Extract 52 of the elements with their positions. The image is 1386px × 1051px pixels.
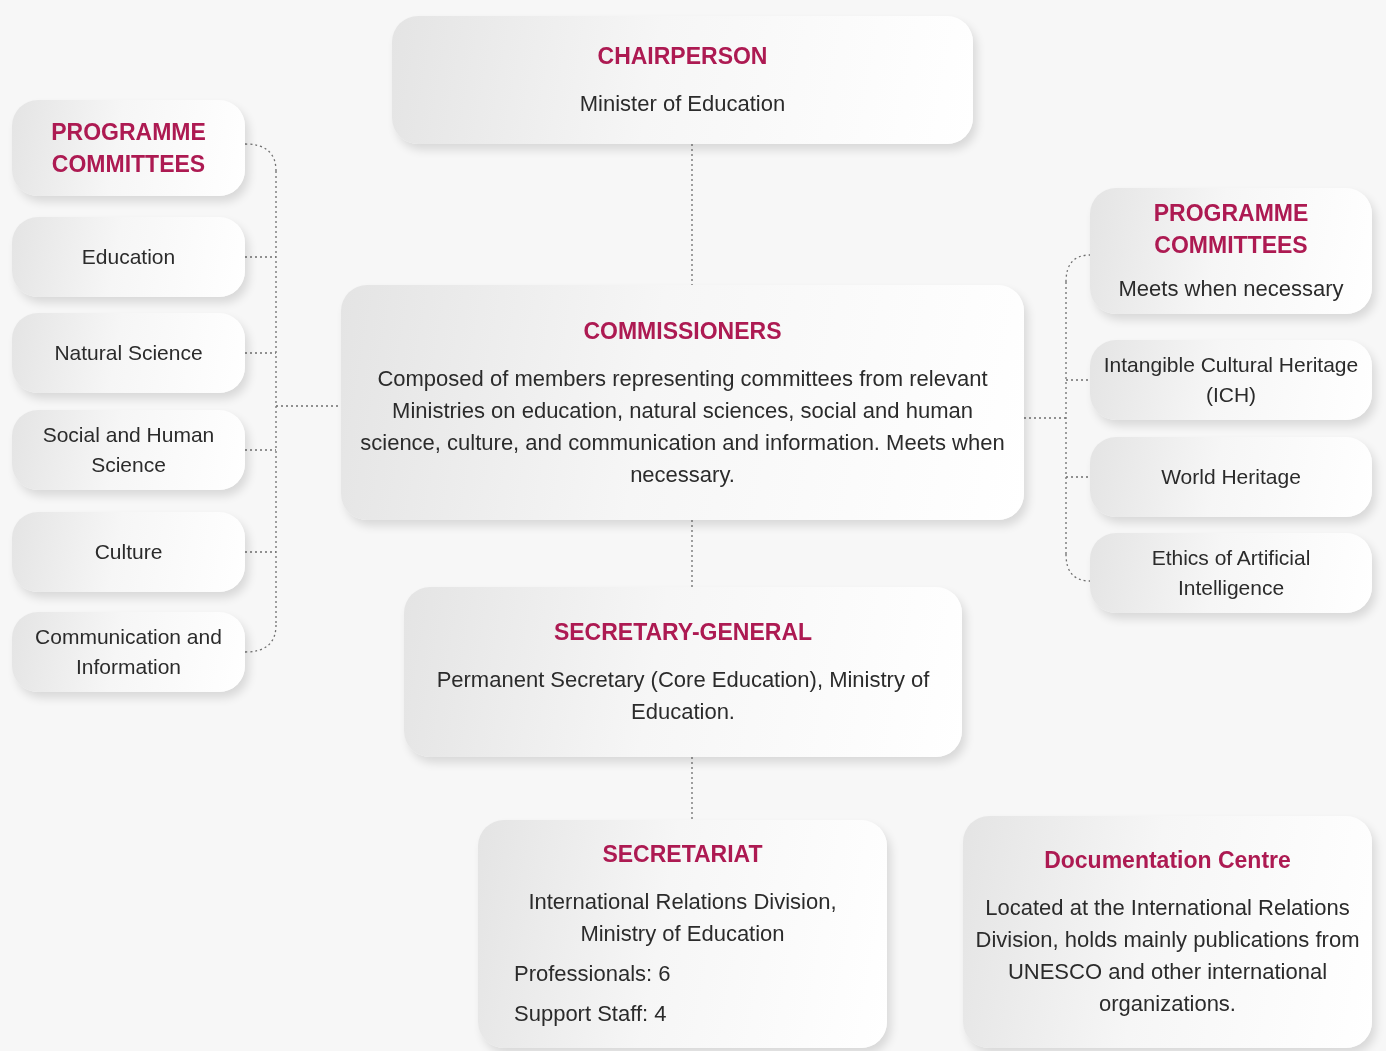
connector-line bbox=[244, 352, 277, 354]
org-box bbox=[341, 285, 1024, 520]
connector-line bbox=[244, 143, 277, 172]
box-text: Ethics of Artificial Intelligence bbox=[1150, 545, 1312, 601]
box-text: World Heritage bbox=[1161, 464, 1301, 490]
box-text: Communication and Information bbox=[34, 624, 223, 680]
box-heading: PROGRAMME COMMITTEES bbox=[1152, 199, 1310, 260]
connector-line bbox=[1065, 553, 1091, 582]
box-text: Composed of members representing committees from relevant Ministries on education, natural sciences, social and human science, culture, and communication and information. Meets when necessary. bbox=[359, 364, 1006, 489]
box-text: International Relations Division, Ministry of Education bbox=[527, 888, 838, 948]
box-text: Culture bbox=[94, 539, 163, 565]
box-heading: SECRETARY-GENERAL bbox=[553, 618, 813, 647]
box-heading: SECRETARIAT bbox=[602, 840, 763, 869]
connector-line bbox=[1023, 281, 1067, 555]
box-text: Social and Human Science bbox=[41, 422, 216, 478]
connector-line bbox=[244, 449, 277, 451]
box-text: Permanent Secretary (Core Education), Ministry of Education. bbox=[435, 666, 931, 726]
box-text: Located at the International Relations Division, holds mainly publications from UNESCO and other international organizations. bbox=[974, 894, 1361, 1018]
connector-line bbox=[244, 624, 277, 653]
box-text: Intangible Cultural Heritage (ICH) bbox=[1102, 352, 1360, 408]
connector-line bbox=[691, 143, 693, 286]
org-box bbox=[478, 820, 887, 1048]
connector-line bbox=[244, 256, 277, 258]
box-text: Professionals: 6 bbox=[513, 960, 672, 988]
box-text: Support Staff: 4 bbox=[513, 1000, 668, 1028]
org-box bbox=[392, 16, 973, 144]
box-heading: Documentation Centre bbox=[1044, 846, 1291, 875]
box-text: Natural Science bbox=[54, 340, 203, 366]
box-text: Minister of Education bbox=[579, 90, 786, 118]
org-box bbox=[12, 410, 245, 490]
org-box bbox=[12, 512, 245, 592]
org-box bbox=[404, 587, 962, 757]
connector-line bbox=[1065, 254, 1091, 283]
org-box bbox=[1090, 188, 1372, 314]
connector-line bbox=[691, 519, 693, 588]
connector-line bbox=[244, 551, 277, 553]
org-box bbox=[12, 612, 245, 692]
org-box bbox=[12, 217, 245, 297]
box-text: Meets when necessary bbox=[1118, 275, 1344, 303]
connector-line bbox=[1065, 379, 1091, 381]
org-box bbox=[12, 100, 245, 196]
box-text: Education bbox=[81, 244, 176, 270]
org-box bbox=[963, 816, 1372, 1048]
connector-line bbox=[1065, 476, 1091, 478]
org-box bbox=[12, 313, 245, 393]
org-box bbox=[1090, 533, 1372, 613]
box-heading: COMMISSIONERS bbox=[583, 316, 782, 346]
org-box bbox=[1090, 340, 1372, 420]
org-box bbox=[1090, 437, 1372, 517]
box-heading: CHAIRPERSON bbox=[597, 42, 768, 71]
connector-line bbox=[691, 756, 693, 821]
box-heading: PROGRAMME COMMITTEES bbox=[50, 118, 207, 179]
